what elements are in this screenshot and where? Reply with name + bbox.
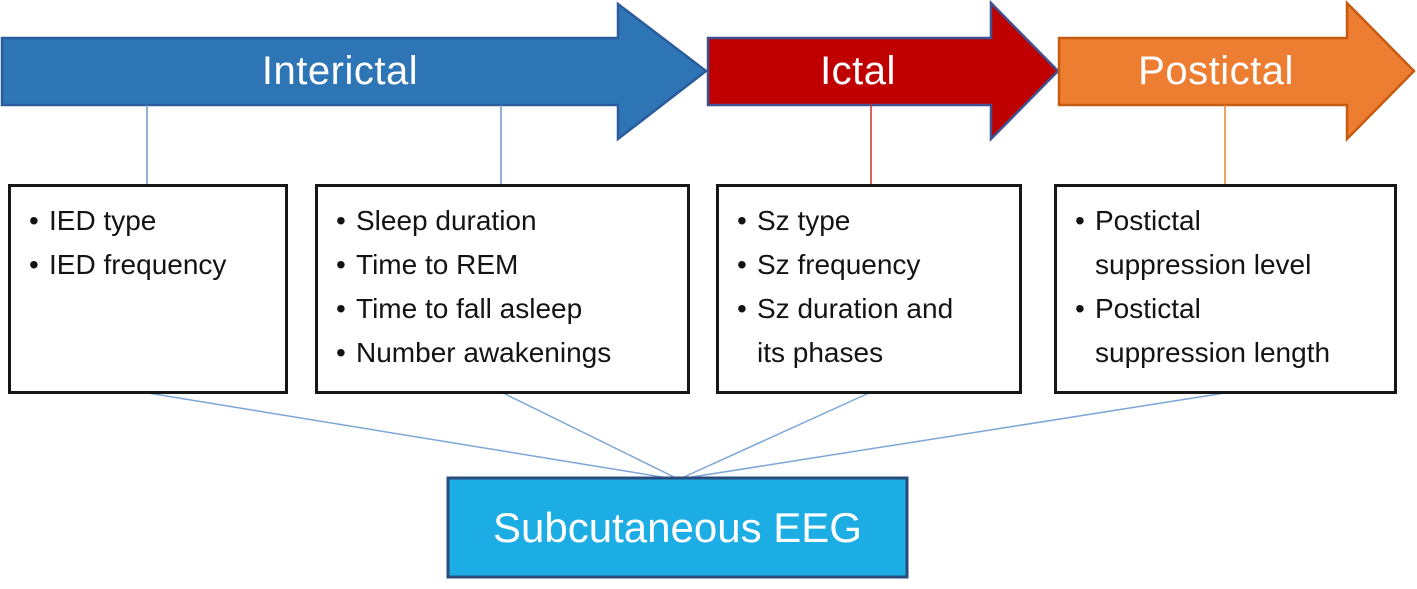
list-item: Time to REM <box>336 243 677 287</box>
list-item: Number awakenings <box>336 331 677 375</box>
ictal-arrow <box>706 0 1060 143</box>
detail-box-postictal: Postictal suppression level Postictal su… <box>1054 184 1397 394</box>
postictal-arrow <box>1057 0 1416 143</box>
list-item-text: Time to fall asleep <box>356 293 583 324</box>
hub-box <box>446 476 909 579</box>
fan-line-box3 <box>683 392 870 478</box>
arrow-label-interictal: Interictal <box>261 49 419 93</box>
arrow-label-ictal: Ictal <box>820 49 896 93</box>
list-item-text: Sleep duration <box>356 205 537 236</box>
list-item: Sleep duration <box>336 199 677 243</box>
list-item-text: Number awakenings <box>356 337 612 368</box>
fan-line-box2 <box>502 392 677 479</box>
list-item: Sz duration and its phases <box>737 287 1009 375</box>
fan-line-box1 <box>147 392 669 479</box>
interictal-arrow <box>0 1 709 142</box>
list-item-text: Postictal suppression length <box>1095 293 1331 368</box>
list-item: Postictal suppression length <box>1075 287 1384 375</box>
list-item-text: Sz frequency <box>757 249 921 280</box>
list-item-text: IED type <box>49 205 157 236</box>
list-item-text: Postictal suppression level <box>1095 205 1312 280</box>
detail-box-ictal: Sz type Sz frequency Sz duration and its… <box>716 184 1022 394</box>
list-item-text: IED frequency <box>49 249 227 280</box>
detail-box-interictal-1: IED type IED frequency <box>8 184 288 394</box>
list-item-text: Sz type <box>757 205 851 236</box>
fan-line-box4 <box>691 392 1226 478</box>
list-item-text: Sz duration and its phases <box>757 293 954 368</box>
list-item: Sz type <box>737 199 1009 243</box>
hub-label: Subcutaneous EEG <box>493 503 862 551</box>
detail-box-interictal-2: Sleep duration Time to REM Time to fall … <box>315 184 690 394</box>
arrow-label-postictal: Postictal <box>1138 49 1294 93</box>
list-item: IED type <box>29 199 275 243</box>
list-item-text: Time to REM <box>356 249 519 280</box>
list-item: Time to fall asleep <box>336 287 677 331</box>
list-item: Sz frequency <box>737 243 1009 287</box>
list-item: IED frequency <box>29 243 275 287</box>
list-item: Postictal suppression level <box>1075 199 1384 287</box>
